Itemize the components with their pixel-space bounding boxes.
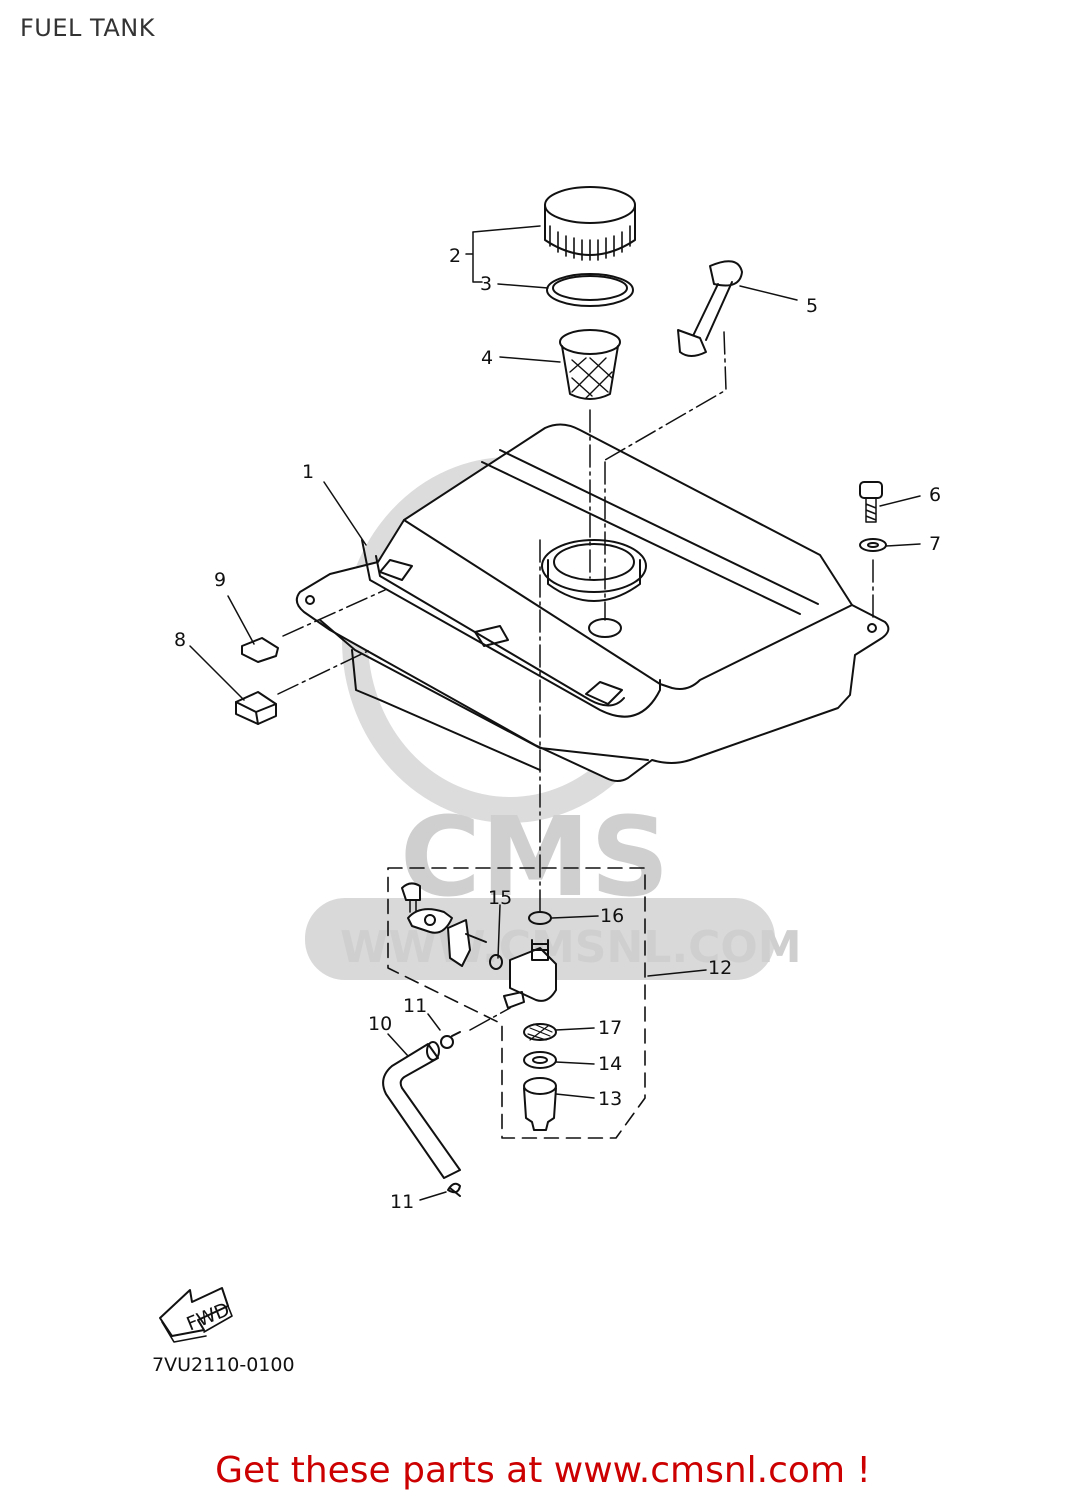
callout-4: 4 <box>481 347 493 369</box>
callout-5: 5 <box>806 295 818 317</box>
callout-11-lower: 11 <box>390 1191 414 1213</box>
fuel-hose <box>382 1041 461 1179</box>
fuel-cock <box>401 882 557 1131</box>
hose-clip-lower <box>447 1182 461 1197</box>
promo-banner[interactable]: Get these parts at www.cmsnl.com ! <box>215 1450 871 1491</box>
callout-11-upper: 11 <box>403 995 427 1017</box>
fuel-tank <box>295 423 890 782</box>
callout-3: 3 <box>480 273 492 295</box>
bolt <box>859 481 883 523</box>
watermark-brand: CMS <box>400 793 669 921</box>
watermark-url: WWW.CMSNL.COM <box>340 922 802 973</box>
diagram-code: 7VU2110-0100 <box>152 1354 295 1376</box>
callout-2: 2 <box>449 245 461 267</box>
page-title: FUEL TANK <box>20 14 155 42</box>
level-gauge <box>677 260 743 357</box>
fuel-cock-box <box>387 867 646 1139</box>
callout-17: 17 <box>598 1017 622 1039</box>
callout-1: 1 <box>302 461 314 483</box>
cap-gasket <box>546 273 634 307</box>
fwd-arrow <box>159 1287 233 1343</box>
damper-8 <box>235 691 277 725</box>
callout-6: 6 <box>929 484 941 506</box>
hose-clip-upper <box>440 1031 461 1049</box>
callout-14: 14 <box>598 1053 622 1075</box>
washer <box>859 538 887 552</box>
damper-9 <box>241 637 279 663</box>
fuel-tank-diagram: CMS WWW.CMSNL.COM <box>159 186 941 1343</box>
leader-lines <box>189 225 921 1201</box>
callout-9: 9 <box>214 569 226 591</box>
callout-7: 7 <box>929 533 941 555</box>
fuel-cap <box>544 186 636 261</box>
callout-12: 12 <box>708 957 732 979</box>
callout-10: 10 <box>368 1013 392 1035</box>
callout-8: 8 <box>174 629 186 651</box>
assembly-lines <box>277 331 874 1031</box>
callout-16: 16 <box>600 905 624 927</box>
callout-13: 13 <box>598 1088 622 1110</box>
callout-15: 15 <box>488 887 512 909</box>
fuel-strainer <box>559 329 621 400</box>
